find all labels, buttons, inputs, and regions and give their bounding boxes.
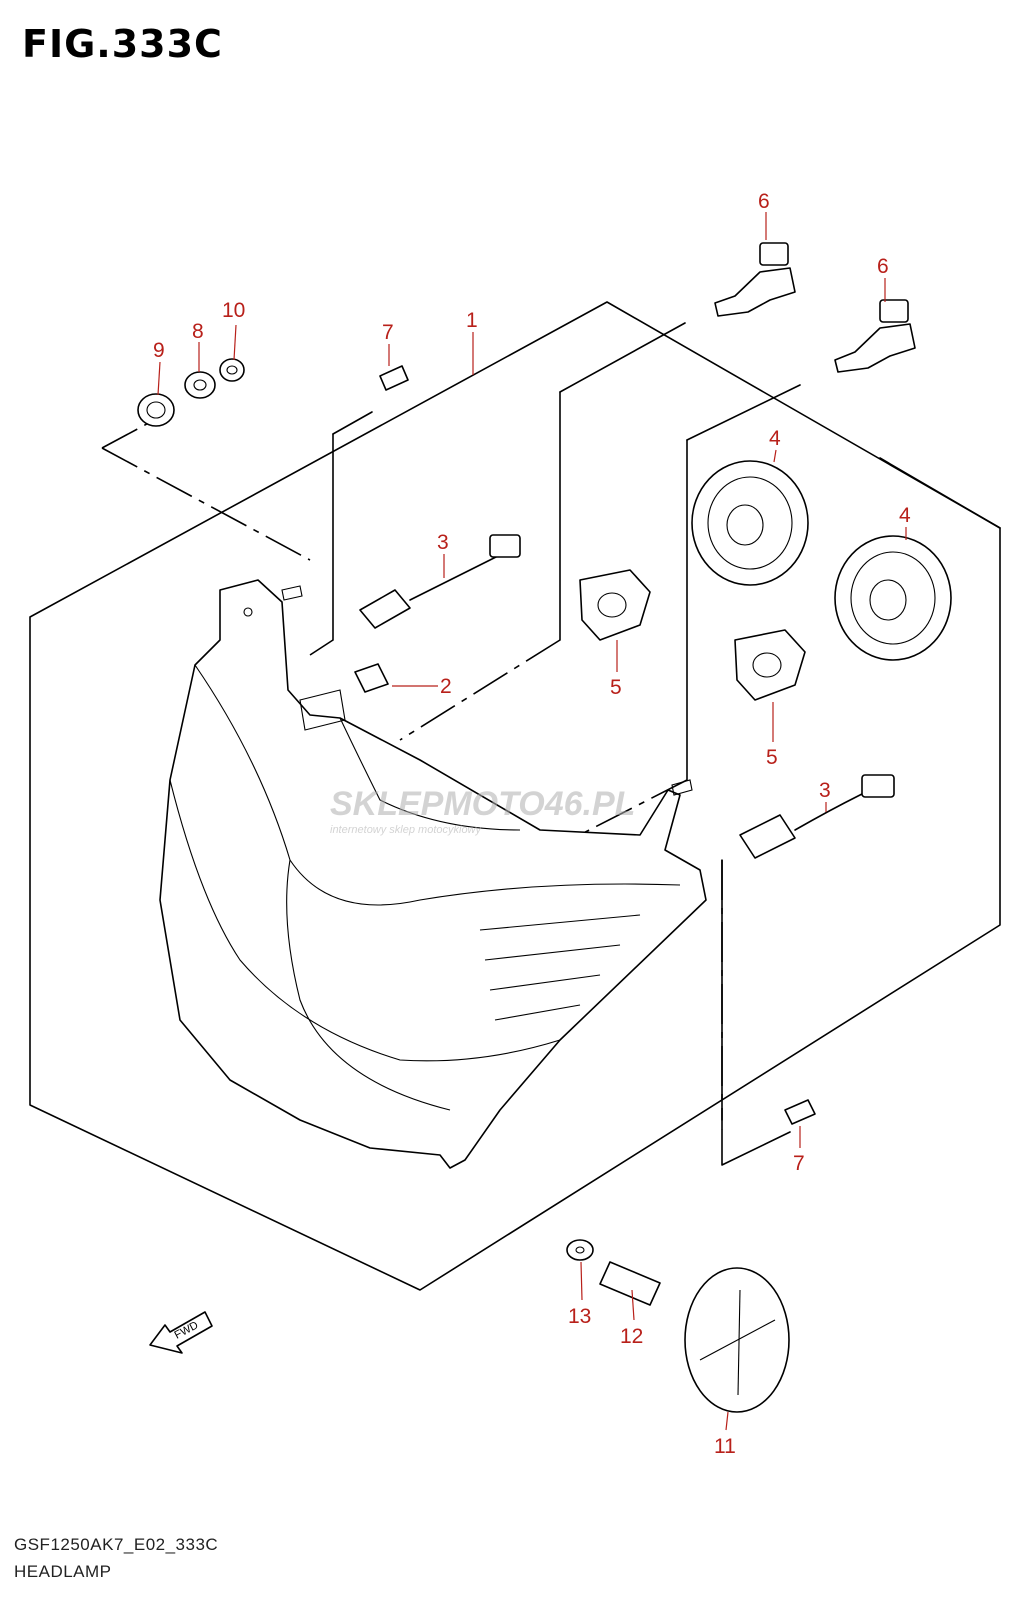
washer-13: [566, 1239, 594, 1261]
watermark: SKLEPMOTO46.PL internetowy sklep motocyk…: [330, 785, 635, 836]
headlamp-housing: [159, 579, 707, 1169]
bulb-h7-lower: [834, 299, 916, 373]
bulb-h7-upper: [714, 242, 796, 317]
socket-wire-upper: [359, 534, 521, 629]
bulb-position-lower: [784, 1099, 816, 1125]
figure-reference: GSF1250AK7_E02_333C: [14, 1535, 219, 1554]
callout-2: 2: [440, 675, 452, 698]
holder-5-lower: [734, 629, 806, 701]
callouts: 6 6 10 8 9 7 1 4 4 3 2 5 5 3 7 13 12 11: [153, 190, 911, 1458]
callout-13: 13: [568, 1305, 591, 1328]
callout-7: 7: [793, 1152, 805, 1175]
callout-3: 3: [437, 531, 449, 554]
figure-title: FIG.333C: [22, 22, 223, 66]
callout-11: 11: [714, 1435, 736, 1458]
leader-lines: [157, 212, 907, 1431]
reflector-4-right: [834, 535, 952, 661]
callout-5: 5: [766, 746, 778, 769]
cover-11: [684, 1267, 790, 1413]
callout-3: 3: [819, 779, 831, 802]
watermark-text: SKLEPMOTO46.PL: [330, 785, 635, 823]
callout-8: 8: [192, 320, 204, 343]
callout-6: 6: [877, 255, 889, 278]
callout-10: 10: [222, 299, 245, 322]
spacer-12: [599, 1261, 661, 1306]
holder-5-upper: [579, 569, 651, 641]
clip-2: [354, 663, 389, 693]
watermark-subtext: internetowy sklep motocyklowy: [330, 824, 483, 836]
nut-10: [219, 358, 245, 382]
grommet-9: [137, 393, 175, 427]
fwd-arrow-icon: FWD: [149, 1311, 213, 1354]
figure-name: HEADLAMP: [14, 1562, 112, 1581]
reflector-4-left: [691, 460, 809, 586]
callout-5: 5: [610, 676, 622, 699]
callout-6: 6: [758, 190, 770, 213]
callout-4: 4: [769, 427, 781, 450]
callout-1: 1: [466, 309, 478, 332]
callout-4: 4: [899, 504, 911, 527]
callout-12: 12: [620, 1325, 643, 1348]
callout-9: 9: [153, 339, 165, 362]
bulb-position-upper: [379, 365, 409, 391]
socket-wire-lower: [739, 774, 895, 859]
washer-8: [184, 371, 216, 399]
callout-7: 7: [382, 321, 394, 344]
